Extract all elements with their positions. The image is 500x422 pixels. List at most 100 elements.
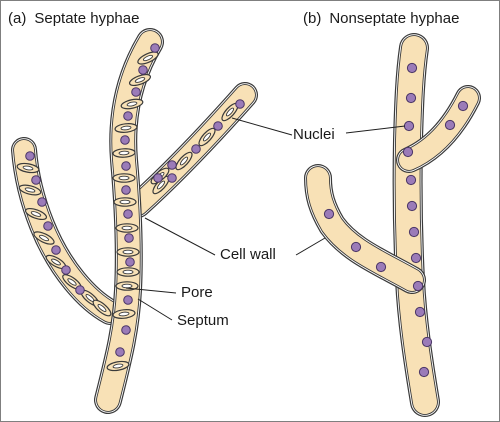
nucleus (123, 295, 133, 305)
septum (114, 123, 138, 133)
septum (112, 148, 136, 158)
nucleus (31, 175, 41, 185)
nucleus (121, 325, 131, 335)
septum-pore (121, 283, 133, 289)
nuclei-leader-right (345, 125, 406, 134)
panel-a-heading: (a)Septate hyphae (8, 10, 139, 27)
septum (16, 162, 40, 174)
septate-nuclei-group (25, 43, 245, 357)
nucleus (121, 185, 131, 195)
septum-pore (179, 156, 189, 166)
nucleus (405, 92, 417, 104)
nucleus (121, 161, 131, 171)
septum-pore (51, 258, 61, 266)
septum-pore (202, 132, 212, 142)
panel-b-title: Nonseptate hyphae (329, 10, 459, 27)
septum-pore (156, 180, 166, 190)
nucleus (123, 111, 133, 121)
nucleus (405, 174, 417, 186)
cell-wall-leader-right (295, 237, 326, 256)
nucleus (421, 336, 433, 348)
nucleus (150, 43, 160, 53)
nucleus (124, 233, 134, 243)
nucleus (414, 306, 426, 318)
nucleus (406, 200, 418, 212)
septum (128, 73, 152, 87)
septum (137, 51, 159, 65)
nucleus (213, 121, 223, 131)
septum (112, 173, 136, 183)
septum-pore (121, 225, 133, 231)
panel-b-heading: (b) Nonseptate hyphae (303, 10, 459, 27)
nucleus (323, 208, 335, 220)
septum-pore (97, 304, 107, 312)
nucleus (153, 173, 163, 183)
panel-b-letter: (b) (303, 10, 321, 27)
nuclei-leader-left (231, 117, 293, 136)
septum (92, 299, 112, 317)
septum-pore (225, 107, 235, 117)
nucleus (191, 144, 201, 154)
pore-label: Pore (181, 284, 213, 301)
septum (116, 267, 140, 277)
nucleus (120, 135, 130, 145)
nucleus (167, 160, 177, 170)
cell-wall-label: Cell wall (220, 246, 276, 263)
nucleus (418, 366, 430, 378)
nucleus (403, 120, 415, 132)
septum-pore (67, 278, 77, 286)
septum-leader (137, 298, 173, 321)
nucleus (43, 221, 53, 231)
septum (120, 98, 144, 110)
septum-pore (126, 101, 138, 107)
septum-pore (134, 77, 146, 83)
septum (33, 231, 55, 245)
septate-main-branch-cytoplasm (97, 31, 161, 411)
septum-pore (118, 150, 130, 156)
nucleus (138, 65, 148, 75)
septum (116, 247, 140, 257)
septum-pore (142, 54, 154, 62)
septum-pore (22, 165, 34, 171)
leader-lines (125, 117, 406, 321)
septum-pore (118, 175, 130, 181)
septum-pore (38, 234, 50, 242)
nonseptate-nuclei-group (323, 62, 469, 378)
nucleus (402, 146, 414, 158)
septum (113, 197, 137, 207)
septum-pore (30, 211, 42, 217)
nucleus (125, 257, 135, 267)
nucleus (131, 87, 141, 97)
septum (115, 223, 139, 233)
nucleus (444, 119, 456, 131)
nucleus (51, 245, 61, 255)
pore-leader (125, 287, 177, 294)
nonseptate-left-branch-cytoplasm (307, 167, 423, 291)
nucleus (25, 151, 35, 161)
nucleus (406, 62, 418, 74)
septum-pore (112, 363, 124, 369)
nucleus (235, 99, 245, 109)
nucleus (115, 347, 125, 357)
nucleus (457, 100, 469, 112)
septum-pore (122, 249, 134, 255)
nucleus (75, 285, 85, 295)
septum-label: Septum (177, 312, 229, 329)
panel-a-letter: (a) (8, 10, 26, 27)
septum-pore (118, 311, 130, 317)
septum (24, 207, 48, 221)
nucleus (375, 261, 387, 273)
nucleus (61, 265, 71, 275)
septum (18, 184, 42, 196)
nucleus (408, 226, 420, 238)
cell-wall-leader-left (144, 217, 216, 256)
nucleus (167, 173, 177, 183)
nuclei-label: Nuclei (293, 126, 335, 143)
nucleus (37, 197, 47, 207)
septum (115, 281, 139, 291)
septum (175, 151, 193, 171)
septum (112, 309, 136, 319)
nucleus (123, 209, 133, 219)
